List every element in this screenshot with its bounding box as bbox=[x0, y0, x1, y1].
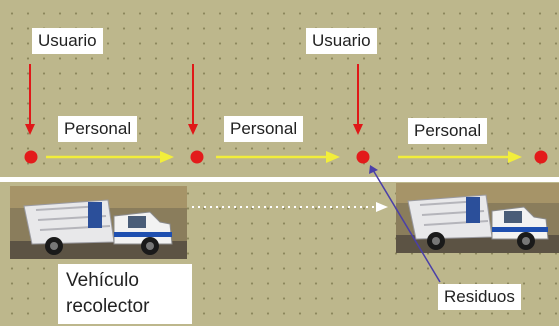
label-vehiculo-recolector: Vehículo recolector bbox=[58, 264, 192, 324]
label-personal-1: Personal bbox=[58, 116, 138, 142]
flow-arrow-1 bbox=[46, 151, 174, 163]
node-3 bbox=[356, 150, 370, 164]
label-residuos: Residuos bbox=[438, 284, 521, 310]
truck-right-icon bbox=[396, 183, 559, 253]
node-2 bbox=[190, 150, 204, 164]
label-personal-3: Personal bbox=[408, 118, 488, 144]
down-arrow-1 bbox=[25, 64, 35, 135]
separator-line bbox=[0, 177, 559, 182]
flow-arrow-3 bbox=[398, 151, 522, 163]
down-arrow-3 bbox=[353, 64, 363, 135]
node-4 bbox=[534, 150, 548, 164]
truck-route-arrow bbox=[192, 202, 388, 212]
node-1 bbox=[24, 150, 38, 164]
label-personal-2: Personal bbox=[224, 116, 304, 142]
flow-arrow-2 bbox=[216, 151, 340, 163]
down-arrow-2 bbox=[188, 64, 198, 135]
label-usuario-2: Usuario bbox=[306, 28, 377, 54]
label-usuario-1: Usuario bbox=[32, 28, 103, 54]
truck-left-icon bbox=[10, 186, 187, 259]
residuos-arrow bbox=[369, 165, 441, 283]
